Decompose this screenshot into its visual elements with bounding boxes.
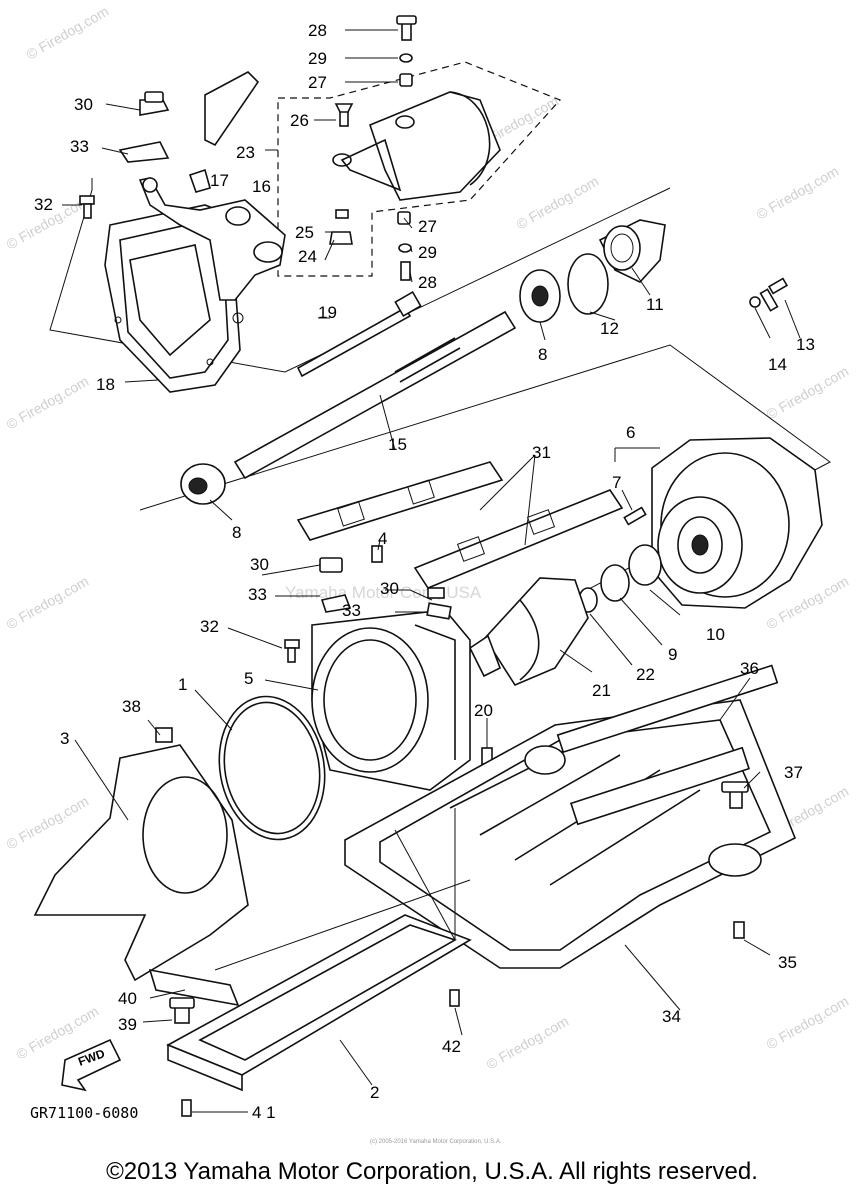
leader-lines bbox=[62, 29, 801, 1113]
pump-housing bbox=[578, 437, 823, 613]
watermark: © Firedog.com bbox=[4, 793, 92, 853]
callout-8: 8 bbox=[232, 523, 241, 542]
callout-30: 30 bbox=[74, 95, 93, 114]
callout-18: 18 bbox=[96, 375, 115, 394]
callout-25: 25 bbox=[295, 223, 314, 242]
callout-42: 42 bbox=[442, 1037, 461, 1056]
callout-29: 29 bbox=[308, 49, 327, 68]
callout-31: 31 bbox=[532, 443, 551, 462]
callout-16: 16 bbox=[252, 177, 271, 196]
callout-2: 2 bbox=[370, 1083, 379, 1102]
callout-14: 14 bbox=[768, 355, 787, 374]
intake-housing bbox=[104, 177, 286, 393]
callout-labels: 28 29 27 30 26 33 23 17 16 32 25 27 29 2… bbox=[30, 21, 815, 1145]
callout-28: 28 bbox=[418, 273, 437, 292]
callout-33: 33 bbox=[70, 137, 89, 156]
callout-6: 6 bbox=[626, 423, 635, 442]
duct-housing bbox=[284, 545, 493, 791]
bearing-cover bbox=[567, 219, 789, 315]
callout-13: 13 bbox=[796, 335, 815, 354]
callout-36: 36 bbox=[740, 659, 759, 678]
callout-7: 7 bbox=[612, 473, 621, 492]
callout-30: 30 bbox=[250, 555, 269, 574]
callout-21: 21 bbox=[592, 681, 611, 700]
callout-38: 38 bbox=[122, 697, 141, 716]
watermark: © Firedog.com bbox=[764, 993, 852, 1053]
callout-8: 8 bbox=[538, 345, 547, 364]
watermark: © Firedog.com bbox=[4, 573, 92, 633]
callout-26: 26 bbox=[290, 111, 309, 130]
callout-33: 33 bbox=[342, 601, 361, 620]
callout-34: 34 bbox=[662, 1007, 681, 1026]
lower-ride-plate bbox=[148, 914, 472, 1117]
fasteners-top-left bbox=[79, 71, 260, 219]
o-ring bbox=[218, 695, 326, 841]
callout-30: 30 bbox=[380, 579, 399, 598]
fwd-arrow: FWD bbox=[61, 1038, 122, 1092]
impeller bbox=[468, 577, 589, 687]
callout-27: 27 bbox=[308, 73, 327, 92]
callout-12: 12 bbox=[600, 319, 619, 338]
watermark: © Firedog.com bbox=[514, 173, 602, 233]
watermark: © Firedog.com bbox=[754, 163, 842, 223]
callout-11: 11 bbox=[646, 295, 664, 314]
callout-23: 23 bbox=[236, 143, 255, 162]
callout-19: 19 bbox=[318, 303, 337, 322]
watermark: © Firedog.com bbox=[484, 1013, 572, 1073]
small-print: (c) 2005-2016 Yamaha Motor Corporation, … bbox=[370, 1139, 502, 1145]
callout-20: 20 bbox=[474, 701, 493, 720]
callout-9: 9 bbox=[668, 645, 677, 664]
callout-40: 40 bbox=[118, 989, 137, 1008]
intake-grate bbox=[344, 664, 797, 969]
callout-35: 35 bbox=[778, 953, 797, 972]
watermark: © Firedog.com bbox=[4, 373, 92, 433]
callout-10: 10 bbox=[706, 625, 725, 644]
callout-15: 15 bbox=[388, 435, 407, 454]
callout-1: 1 bbox=[178, 675, 187, 694]
deflector-assembly bbox=[329, 15, 501, 281]
callout-29: 29 bbox=[418, 243, 437, 262]
callout-22: 22 bbox=[636, 665, 655, 684]
callout-17: 17 bbox=[210, 171, 229, 190]
watermark: © Firedog.com bbox=[24, 3, 112, 63]
callout-33: 33 bbox=[248, 585, 267, 604]
callout-24: 24 bbox=[298, 247, 317, 266]
callout-32: 32 bbox=[34, 195, 53, 214]
copyright-notice: ©2013 Yamaha Motor Corporation, U.S.A. A… bbox=[106, 1158, 758, 1185]
ride-plate-cover bbox=[33, 727, 249, 982]
callout-4: 4 bbox=[378, 529, 387, 548]
callout-37: 37 bbox=[784, 763, 803, 782]
diagram-code: GR71100-6080 bbox=[30, 1104, 138, 1122]
callout-32: 32 bbox=[200, 617, 219, 636]
callout-27: 27 bbox=[418, 217, 437, 236]
spacer-plates bbox=[296, 461, 624, 589]
callout-39: 39 bbox=[118, 1015, 137, 1034]
drive-shaft bbox=[180, 269, 561, 505]
callout-28: 28 bbox=[308, 21, 327, 40]
callout-41: 4 1 bbox=[252, 1103, 276, 1122]
callout-3: 3 bbox=[60, 729, 69, 748]
callout-5: 5 bbox=[244, 669, 253, 688]
